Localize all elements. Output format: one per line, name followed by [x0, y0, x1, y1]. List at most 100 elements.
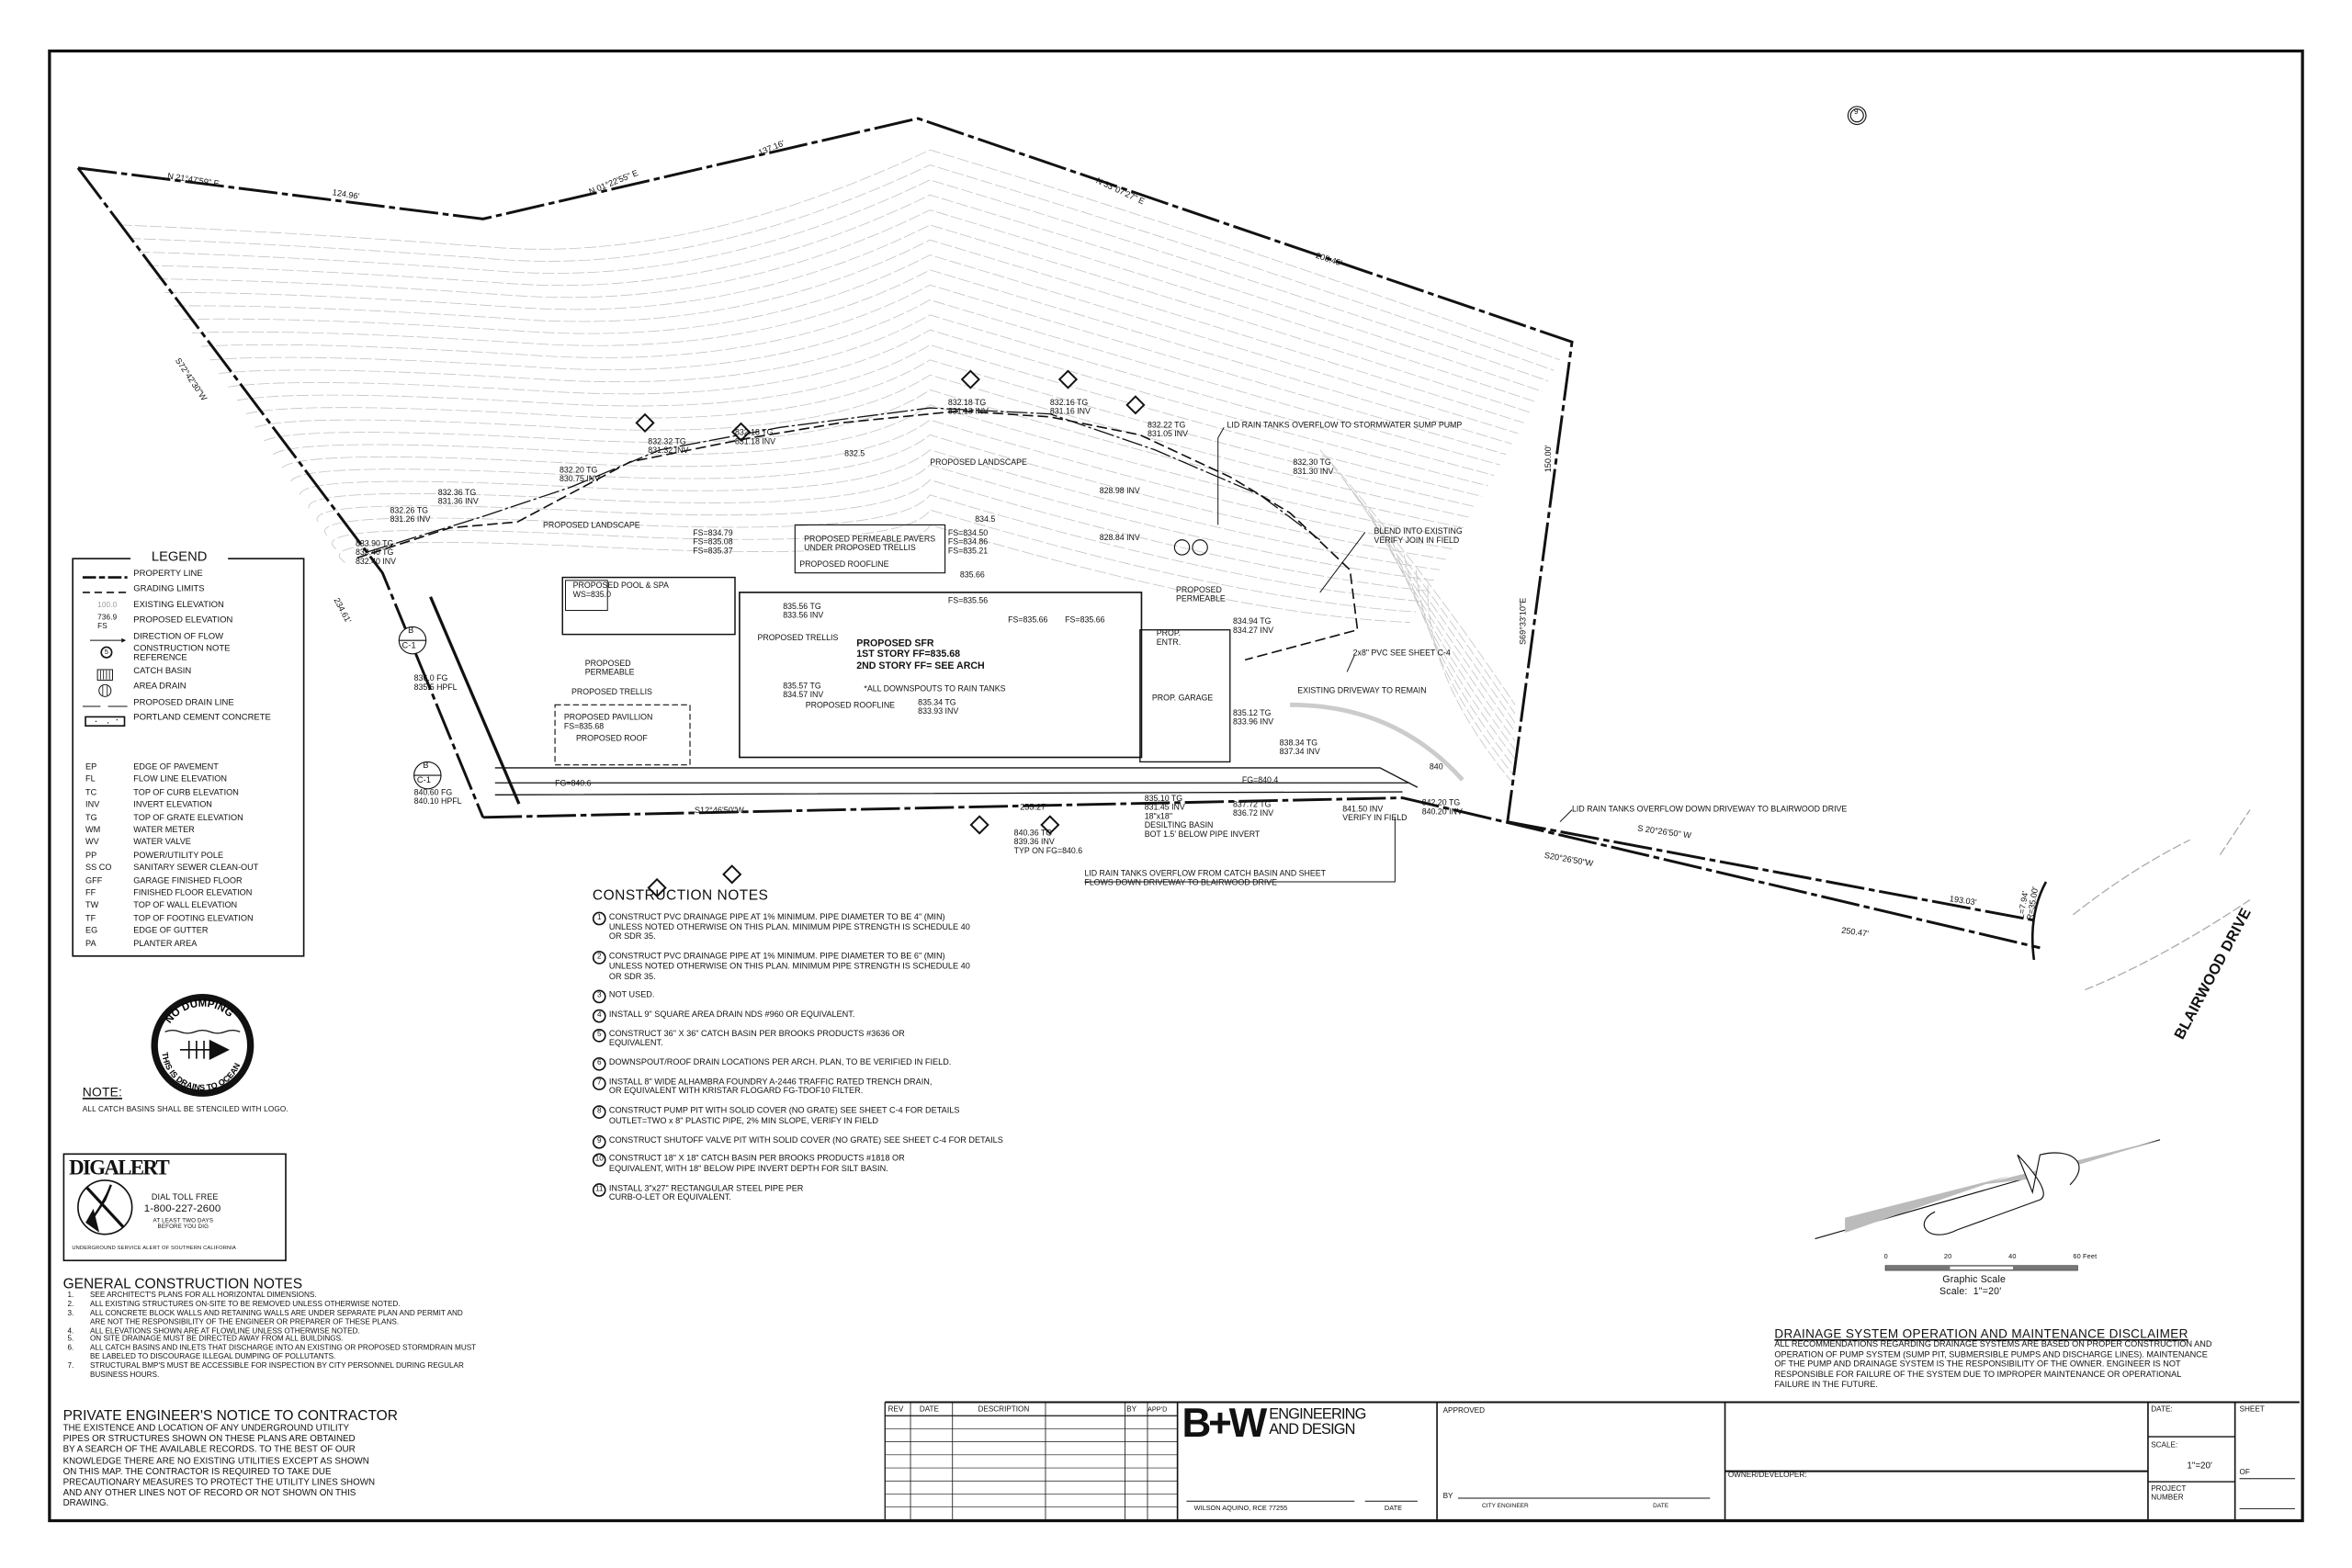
plan-annotation: 2x8" PVC SEE SHEET C-4: [1352, 649, 1451, 659]
driveway-edges: [494, 767, 1419, 795]
digalert-advice: AT LEAST TWO DAYS BEFORE YOU DIG: [153, 1217, 214, 1231]
legend-sample-note-circle: 5: [100, 646, 113, 659]
catch-basin-marker: [969, 815, 989, 835]
drain-line-icon: [82, 700, 128, 712]
plan-annotation: 832.22 TG 831.05 INV: [1147, 421, 1189, 440]
rev-header-rev: REV: [888, 1404, 904, 1415]
catch-basin-marker: [1125, 395, 1146, 415]
plan-annotation: FS=834.50 FS=834.86 FS=835.21: [947, 529, 989, 557]
contour-line: [264, 389, 1464, 529]
contour-line: [1403, 554, 1516, 769]
contour-line: [236, 344, 1483, 497]
no-dumping-logo: NO DUMPING THIS IS DRAINS TO OCEAN: [151, 994, 254, 1097]
detail-bubble-icons: [398, 106, 1867, 790]
title-block-grid: [884, 1401, 2300, 1519]
note-number-circle: 3: [592, 989, 606, 1004]
detail-ref-sheet[interactable]: C-1: [401, 641, 416, 651]
note-number-circle: 2: [592, 951, 606, 964]
abbreviation-key: TW: [85, 901, 99, 911]
owner-developer-label: OWNER/DEVELOPER:: [1727, 1471, 1807, 1481]
firm-logo-mark: B+W: [1182, 1400, 1268, 1446]
general-note: 2.ALL EXISTING STRUCTURES ON-SITE TO BE …: [63, 1300, 514, 1311]
rev-header-appd: APP'D: [1147, 1404, 1168, 1413]
contour-line: [308, 464, 1434, 581]
rev-header-description: DESCRIPTION: [978, 1404, 1030, 1415]
legend-label: PROPOSED DRAIN LINE: [133, 698, 234, 708]
graphic-scale-value: Scale: 1"=20': [1939, 1286, 2002, 1298]
legend-item-catch-basin: CATCH BASIN: [74, 668, 299, 683]
garage-outline: [1139, 629, 1231, 763]
abbreviation-key: FL: [85, 775, 96, 785]
plan-annotation: PROP. ENTR.: [1156, 629, 1182, 649]
date-label: DATE:: [2151, 1404, 2173, 1415]
construction-note-text: INSTALL 8" WIDE ALHAMBRA FOUNDRY A-2446 …: [608, 1077, 933, 1098]
project-number-label: PROJECT NUMBER: [2151, 1484, 2187, 1503]
street-edge: [2072, 809, 2251, 991]
plan-annotation: PROPOSED ROOFLINE: [799, 560, 889, 570]
abbreviation-key: FF: [85, 889, 96, 898]
note-number-circle: 5: [592, 1028, 606, 1043]
contour-line: [1367, 509, 1516, 741]
plan-annotation: 842.20 TG 840.20 INV: [1421, 799, 1463, 818]
note-number-circle: 7: [592, 1076, 606, 1090]
abbreviation-key: TG: [85, 813, 97, 823]
construction-note-text: DOWNSPOUT/ROOF DRAIN LOCATIONS PER ARCH.…: [608, 1058, 952, 1068]
abbreviation-meaning: EDGE OF GUTTER: [133, 927, 209, 937]
abbreviation-key: EP: [85, 763, 97, 773]
abbreviation-meaning: SANITARY SEWER CLEAN-OUT: [133, 863, 259, 874]
detail-ref-sheet[interactable]: C-1: [416, 776, 432, 786]
contour-line: [272, 404, 1459, 539]
plan-annotation: *ALL DOWNSPOUTS TO RAIN TANKS: [864, 685, 1006, 694]
abbreviation-meaning: INVERT ELEVATION: [133, 801, 212, 810]
plan-annotation: PROPOSED PERMEABLE PAVERS UNDER PROPOSED…: [804, 535, 936, 554]
plan-annotation: 835.34 TG 833.93 INV: [918, 698, 959, 717]
property-line-driveway: [1507, 820, 2038, 922]
construction-note-text: CONSTRUCT PUMP PIT WITH SOLID COVER (NO …: [608, 1107, 960, 1126]
graphic-scale-title: Graphic Scale: [1942, 1274, 2007, 1286]
contour-line: [183, 254, 1519, 434]
contour-line: [129, 164, 1555, 371]
contour-line: [138, 179, 1549, 382]
legend-label: PORTLAND CEMENT CONCRETE: [133, 714, 271, 723]
engineer-date-label: DATE: [1384, 1504, 1402, 1512]
approved-label: APPROVED: [1442, 1406, 1485, 1416]
plan-annotation: 832.18 TG 831.18 INV: [734, 428, 776, 447]
digalert-phone: 1-800-227-2600: [143, 1204, 221, 1215]
legend-item-grading-limits: GRADING LIMITS: [74, 585, 299, 601]
city-date-label: DATE: [1653, 1501, 1669, 1509]
general-note-number: 1.: [67, 1291, 74, 1301]
general-note-text: ALL CONCRETE BLOCK WALLS AND RETAINING W…: [89, 1308, 463, 1327]
detail-ref-top[interactable]: B: [408, 626, 414, 637]
contour-line: [155, 209, 1536, 402]
plan-annotation: 832.18 TG 831.18 INV: [947, 399, 989, 417]
plan-annotation: FS=835.56: [947, 596, 989, 606]
abbreviation-key: TC: [85, 788, 97, 798]
abbreviation-meaning: TOP OF GRATE ELEVATION: [133, 813, 243, 823]
detail-ref-top[interactable]: B: [423, 761, 429, 772]
proposed-elevation-icon: 736.9 FS: [83, 614, 128, 630]
permeable-pavers: [794, 524, 946, 574]
catch-basin-marker: [647, 877, 667, 898]
contour-line: [1355, 494, 1516, 732]
plan-annotation: LID RAIN TANKS OVERFLOW FROM CATCH BASIN…: [1084, 869, 1327, 888]
plan-annotation: 832.20 TG 830.75 INV: [559, 466, 601, 485]
legend-label: EXISTING ELEVATION: [133, 601, 224, 611]
catch-basin-marker: [730, 422, 752, 442]
drain-structure-markers: [635, 369, 1208, 898]
general-note: 3.ALL CONCRETE BLOCK WALLS AND RETAINING…: [63, 1308, 514, 1328]
drainage-disclaimer: DRAINAGE SYSTEM OPERATION AND MAINTENANC…: [1774, 1325, 2299, 1391]
